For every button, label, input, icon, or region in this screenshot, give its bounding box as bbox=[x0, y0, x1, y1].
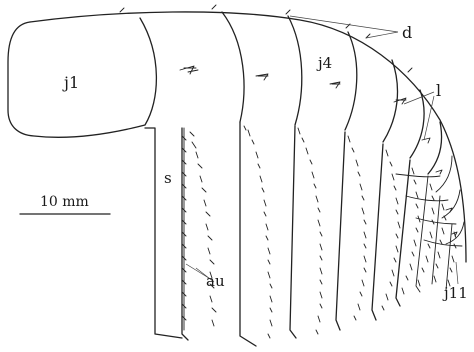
segment-boundary-8 bbox=[436, 156, 452, 192]
tail-arc-3 bbox=[416, 218, 456, 224]
label-s: s bbox=[164, 169, 172, 187]
appendage-strip-9 bbox=[446, 224, 456, 290]
stalk-s bbox=[145, 128, 182, 338]
segment-boundary-6 bbox=[410, 90, 424, 158]
tail-arc-4 bbox=[424, 240, 462, 246]
hook-marks bbox=[180, 66, 457, 236]
appendage-strip-7 bbox=[416, 176, 434, 292]
segment-boundary-4 bbox=[345, 32, 357, 130]
tail-arc-2 bbox=[406, 196, 448, 201]
label-scale: 10 mm bbox=[40, 194, 89, 210]
segment-boundary-2 bbox=[222, 12, 244, 122]
label-l: l bbox=[436, 81, 441, 100]
segment-boundary-9 bbox=[442, 190, 460, 218]
leader-j11 bbox=[456, 262, 458, 284]
appendage-strip-2 bbox=[240, 122, 272, 346]
label-au: au bbox=[206, 272, 225, 290]
segment-boundary-5 bbox=[383, 60, 398, 142]
segment-boundary-7 bbox=[428, 122, 442, 174]
label-j1: j1 bbox=[62, 73, 79, 92]
leader-d-1 bbox=[290, 16, 398, 32]
leader-d-2 bbox=[366, 32, 398, 38]
tail-arc-1 bbox=[396, 174, 440, 177]
appendage-strip-4 bbox=[336, 132, 366, 330]
label-j11: j11 bbox=[442, 284, 468, 302]
label-j4: j4 bbox=[316, 54, 332, 72]
appendage-strip-3 bbox=[290, 126, 322, 338]
segment-j1-outline bbox=[8, 18, 156, 137]
leader-l-1 bbox=[404, 92, 434, 104]
dorsal-outline bbox=[30, 12, 466, 262]
label-d: d bbox=[402, 23, 412, 42]
appendage-strip-1 bbox=[182, 128, 216, 340]
segment-boundary-3 bbox=[288, 16, 302, 125]
appendage-strip-8 bbox=[432, 196, 446, 284]
